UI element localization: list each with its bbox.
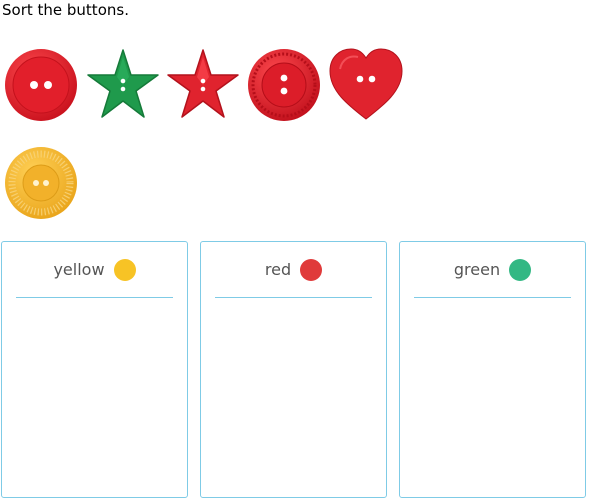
yellow-sunburst-button[interactable] <box>3 145 79 221</box>
red-heart-button[interactable] <box>328 47 404 123</box>
red-ridged-button[interactable] <box>246 47 322 123</box>
bin-green-header: green <box>414 242 571 298</box>
red-round-button[interactable] <box>3 47 79 123</box>
red-round-button-icon <box>5 49 77 121</box>
bin-green-drop-zone[interactable] <box>400 299 585 497</box>
red-swatch-icon <box>300 258 323 281</box>
green-swatch-icon <box>509 258 532 281</box>
bin-yellow[interactable]: yellow <box>1 241 188 498</box>
bin-yellow-header: yellow <box>16 242 173 298</box>
bin-red[interactable]: red <box>200 241 387 498</box>
instructions: Sort the buttons. <box>2 1 129 19</box>
yellow-sunburst-button-icon <box>5 147 77 219</box>
bin-green-label: green <box>453 260 501 279</box>
green-star-button-icon <box>87 49 159 118</box>
bin-green[interactable]: green <box>399 241 586 498</box>
red-star-button[interactable] <box>165 47 241 123</box>
red-ridged-button-icon <box>248 49 320 121</box>
yellow-swatch-icon <box>113 258 136 281</box>
red-star-button-icon <box>167 49 239 118</box>
bin-red-label: red <box>264 260 292 279</box>
bin-red-header: red <box>215 242 372 298</box>
red-heart-button-icon <box>329 48 403 120</box>
bin-yellow-label: yellow <box>53 260 105 279</box>
green-star-button[interactable] <box>85 47 161 123</box>
bin-yellow-drop-zone[interactable] <box>2 299 187 497</box>
bin-red-drop-zone[interactable] <box>201 299 386 497</box>
